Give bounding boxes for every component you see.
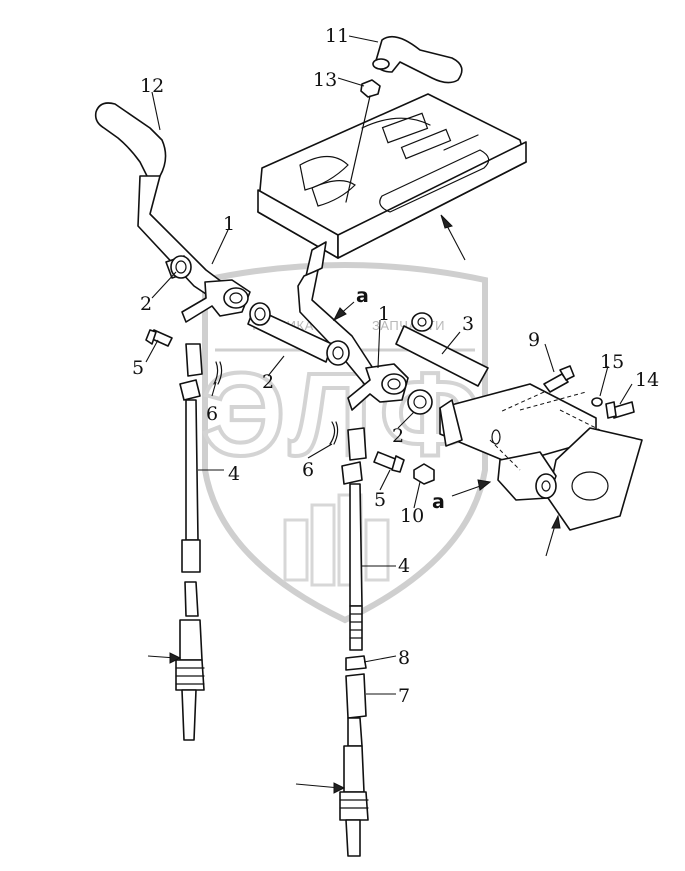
callout-3: 3 [462,313,474,335]
callout-1-center: 1 [378,303,390,325]
callout-7: 7 [398,685,410,707]
callout-1-left: 1 [223,213,235,235]
callout-4-center: 4 [398,555,410,577]
callout-6-center: 6 [302,459,314,481]
callout-a-top: a [356,285,369,307]
bolt-5-left [145,329,173,347]
cotter-pin-6-left [213,361,223,385]
nut-13 [360,79,381,98]
callout-5-center: 5 [374,489,386,511]
cotter-pin-6-center [329,421,339,445]
watermark-letters: ЭЛФ [202,349,489,481]
callout-2-center: 2 [262,371,274,393]
shift-cover-plate [257,93,527,259]
callout-13: 13 [313,69,337,91]
nut-8 [345,655,367,671]
washer-15 [591,397,603,407]
callout-2-left: 2 [140,293,152,315]
bolt-9 [543,365,575,393]
pin-3 [395,312,489,387]
bolt-5-center [373,451,405,473]
rod-4-left [175,343,205,741]
callout-4-left: 4 [228,463,240,485]
knob-11 [372,35,463,84]
rod-4-center [339,427,369,857]
callout-8: 8 [398,647,410,669]
callout-5-left: 5 [132,357,144,379]
callout-2-right: 2 [392,425,404,447]
bushing-2-right [407,389,433,415]
callout-15: 15 [600,351,624,373]
callout-9: 9 [528,329,540,351]
callout-labels: 11 13 12 1 2 a 1 3 9 15 14 5 2 6 2 6 4 5… [132,25,659,707]
callout-10: 10 [400,505,424,527]
callout-6-left: 6 [206,403,218,425]
leader-lines [145,35,633,695]
lever-12 [94,102,223,299]
bracket-assembly [439,383,643,531]
bolt-14 [605,401,635,419]
callout-14: 14 [635,369,659,391]
lever-center [297,241,409,411]
callout-12: 12 [140,75,164,97]
nut-10 [413,463,435,485]
callout-a-bottom: a [432,491,445,513]
callout-11: 11 [325,25,349,47]
pivot-lever-left [181,279,251,323]
shaft-center [247,302,350,366]
arrow-cover [444,221,466,261]
sleeve-7 [345,673,367,719]
